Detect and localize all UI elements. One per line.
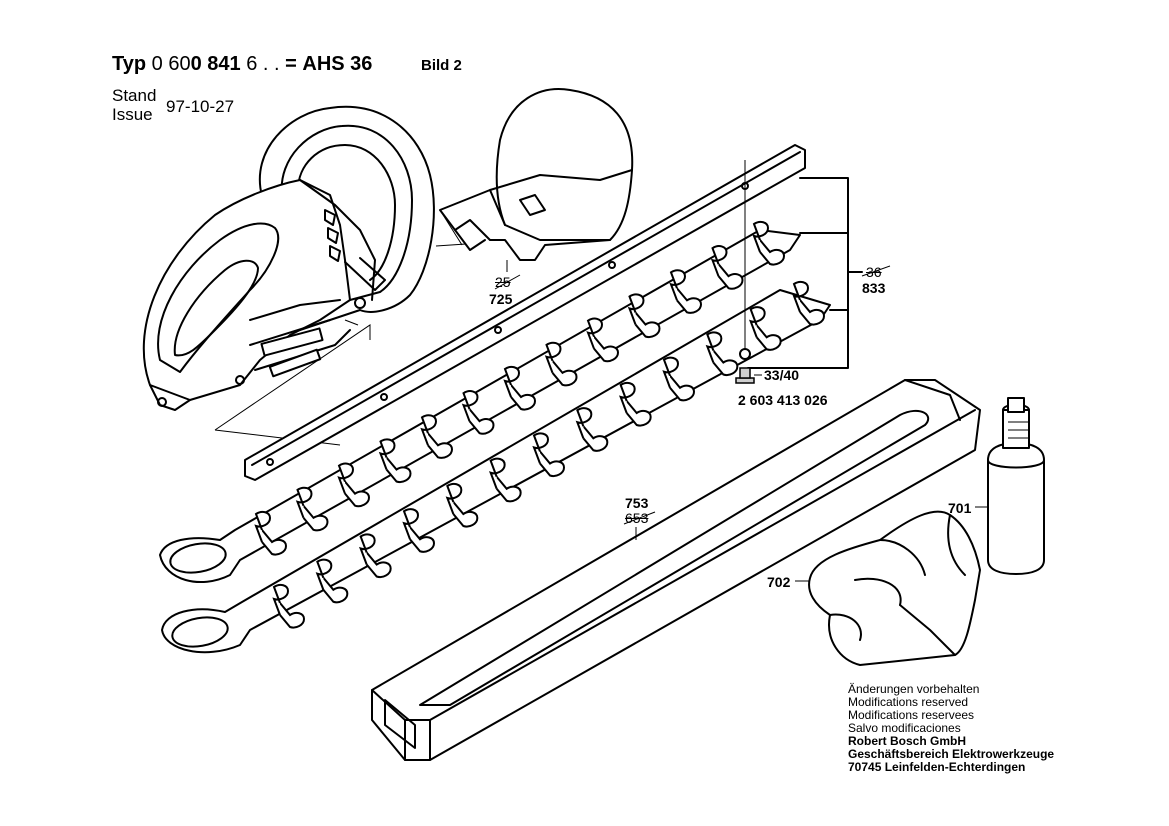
footer-line-fr: Modifications reservees <box>848 708 975 722</box>
gloves-drawing <box>795 510 981 666</box>
upper-blade-tooth <box>344 481 371 508</box>
lower-blade-tooth <box>662 356 680 389</box>
stand-block: Stand Issue <box>112 86 156 124</box>
lower-blade-tooth <box>792 280 810 313</box>
lower-blade-tooth <box>452 501 479 528</box>
upper-blade-tooth <box>254 510 272 543</box>
lower-blade-tooth <box>705 331 723 363</box>
blade-old-number: 36 <box>866 264 882 280</box>
lower-blade-tooth <box>495 476 522 503</box>
guard-725-drawing <box>435 88 634 272</box>
upper-blade-tooth <box>551 360 578 387</box>
lower-blade-tooth <box>539 450 566 477</box>
upper-blade-tooth <box>752 220 770 253</box>
typ-number-b: 0 841 <box>190 53 241 75</box>
upper-blade-tooth <box>337 462 355 495</box>
upper-blade-tooth <box>468 408 495 435</box>
guard-new-number: 725 <box>489 291 513 307</box>
stand-label: Stand <box>112 86 157 105</box>
footer-line-en: Modifications reserved <box>848 695 969 709</box>
screw-ref-number: 33/40 <box>764 367 800 383</box>
lower-blade-tooth <box>582 425 609 452</box>
lower-blade-tooth <box>755 324 782 351</box>
upper-blade-tooth <box>503 365 521 398</box>
upper-blade-tooth <box>627 293 645 325</box>
lower-blade-tooth <box>618 381 636 414</box>
lower-blade-tooth <box>669 375 696 402</box>
footer-line-de: Änderungen vorbehalten <box>848 682 980 696</box>
upper-blade-tooth <box>261 529 288 556</box>
sheath-old-number: 653 <box>625 510 649 526</box>
typ-number-c: 6 . . <box>246 53 280 75</box>
lower-blade-tooth <box>712 349 739 376</box>
screw-part-number: 2 603 413 026 <box>738 392 828 408</box>
lower-blade-tooth <box>358 533 376 565</box>
sheath-753-drawing <box>371 379 981 761</box>
issue-label: Issue <box>112 105 153 124</box>
upper-blade-tooth <box>385 456 412 483</box>
lower-blade-tooth <box>272 583 290 616</box>
lower-blade-tooth <box>445 482 463 515</box>
blade-rail-drawing <box>244 144 806 481</box>
equals-sign: = <box>285 53 297 75</box>
lower-blade-tooth <box>409 526 436 553</box>
lower-blade-tooth <box>748 306 766 338</box>
footer-notes: Änderungen vorbehalten Modifications res… <box>848 683 1054 774</box>
upper-blade-tooth <box>676 287 703 314</box>
blade-new-number: 833 <box>862 280 886 296</box>
upper-blade-tooth <box>586 317 604 350</box>
gloves-number: 702 <box>767 574 791 590</box>
upper-blade-tooth <box>710 245 728 277</box>
model-name: AHS 36 <box>302 53 373 75</box>
upper-blade-tooth <box>302 505 329 532</box>
upper-blade-tooth <box>544 341 562 374</box>
upper-blade-tooth <box>669 269 687 301</box>
footer-division: Geschäftsbereich Elektrowerkzeuge <box>848 747 1055 761</box>
oil-bottle-number: 701 <box>948 500 972 516</box>
bracket-833 <box>735 160 863 384</box>
lower-blade-tooth <box>575 407 593 439</box>
footer-company: Robert Bosch GmbH <box>848 734 967 748</box>
lower-blade-tooth <box>322 577 349 604</box>
lower-blade-tooth <box>315 558 333 591</box>
header-title: Typ 0 600 841 6 . . = AHS 36 <box>112 52 372 76</box>
upper-blade-tooth <box>759 239 786 266</box>
upper-blade-tooth <box>717 263 744 290</box>
lower-blade-drawing <box>161 280 831 654</box>
lower-blade-tooth <box>365 551 392 578</box>
issue-date: 97-10-27 <box>166 97 235 116</box>
upper-blade-tooth <box>510 384 537 411</box>
typ-number-a: 0 60 <box>151 53 191 75</box>
lower-blade-tooth <box>279 602 306 629</box>
footer-line-es: Salvo modificaciones <box>848 721 961 735</box>
lower-blade-tooth <box>488 457 506 490</box>
upper-blade-tooth <box>420 414 438 446</box>
upper-blade-tooth <box>427 432 454 459</box>
upper-blade-drawing <box>159 220 801 584</box>
guard-old-number: 25 <box>495 274 511 290</box>
upper-blade-tooth <box>295 486 313 519</box>
typ-label: Typ <box>112 53 147 75</box>
bild-label: Bild 2 <box>421 57 462 74</box>
oil-bottle-drawing <box>975 397 1045 575</box>
lower-blade-tooth <box>402 508 420 540</box>
motor-housing-drawing <box>142 105 435 446</box>
lower-blade-tooth <box>799 299 826 326</box>
lower-blade-tooth <box>625 400 652 427</box>
upper-blade-tooth <box>461 390 479 422</box>
footer-address: 70745 Leinfelden-Echterdingen <box>848 760 1026 774</box>
sheath-new-number: 753 <box>625 495 649 511</box>
upper-blade-tooth <box>634 311 661 338</box>
lower-blade-tooth <box>532 432 550 464</box>
upper-blade-tooth <box>593 336 620 363</box>
upper-blade-tooth <box>378 438 396 470</box>
